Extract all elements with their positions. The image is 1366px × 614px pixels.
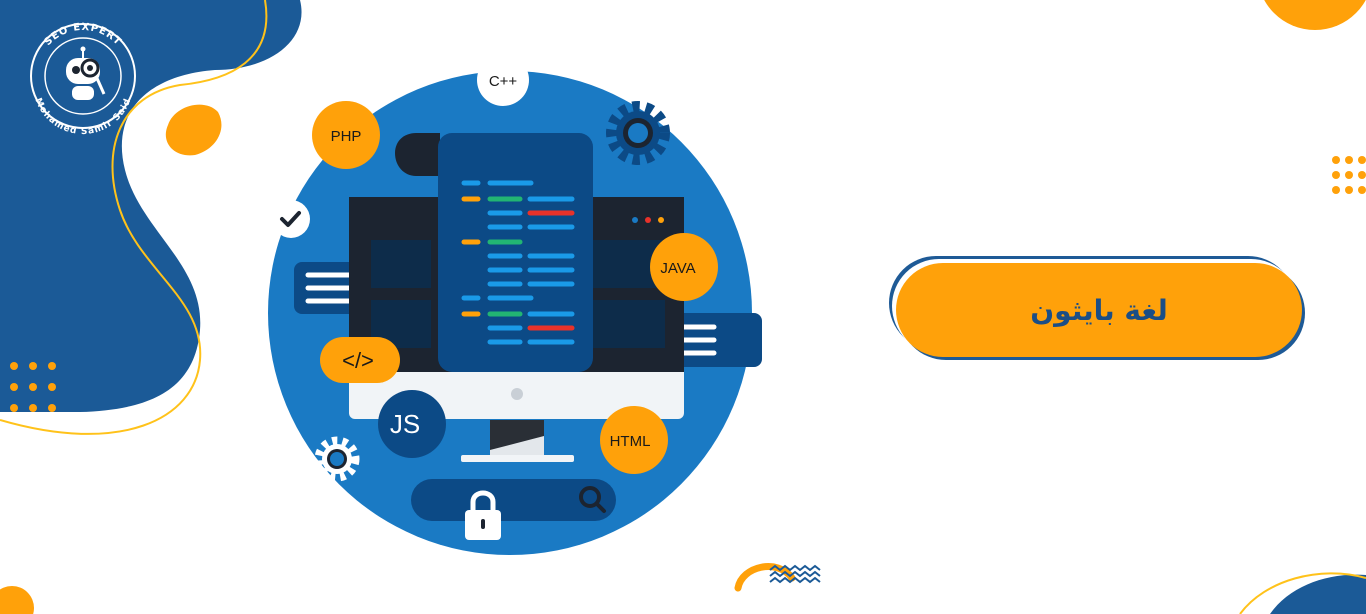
badge-php-label: PHP	[331, 128, 362, 145]
robot-icon	[66, 46, 106, 100]
badge-php: PHP	[312, 101, 380, 169]
top-right-orange-circle	[1264, 0, 1366, 30]
gear-icon	[606, 101, 670, 165]
search-bar	[411, 479, 616, 521]
lock-icon	[465, 490, 501, 540]
search-icon	[579, 486, 606, 513]
badge-html: HTML	[600, 406, 668, 474]
badge-cpp-label: C++	[489, 73, 518, 90]
gear-small-icon	[314, 436, 360, 482]
dot-grid-left	[10, 362, 56, 412]
check-icon	[272, 200, 310, 238]
badge-js-label: JS	[390, 409, 420, 439]
badge-cpp: C++	[477, 54, 529, 106]
orange-leaf	[165, 104, 222, 156]
left-wave-line	[0, 0, 268, 435]
badge-code-label: </>	[342, 348, 374, 373]
chat-bubble	[395, 133, 440, 176]
badge-code: </>	[320, 337, 400, 383]
bottom-right-blue-shape	[1270, 574, 1366, 614]
badge-java-label: JAVA	[660, 260, 695, 277]
badge-java: JAVA	[650, 233, 718, 301]
bottom-right-yellow-arc	[1239, 572, 1366, 614]
bottom-left-orange-circle	[0, 586, 34, 614]
badge-js: JS	[378, 390, 446, 458]
code-lines	[461, 180, 575, 345]
bottom-center-waves	[769, 564, 821, 584]
badge-html-label: HTML	[610, 433, 651, 450]
title-button[interactable]: لغة بايثون	[896, 263, 1302, 357]
dot-grid-right	[1332, 156, 1366, 194]
code-panel	[438, 133, 593, 372]
